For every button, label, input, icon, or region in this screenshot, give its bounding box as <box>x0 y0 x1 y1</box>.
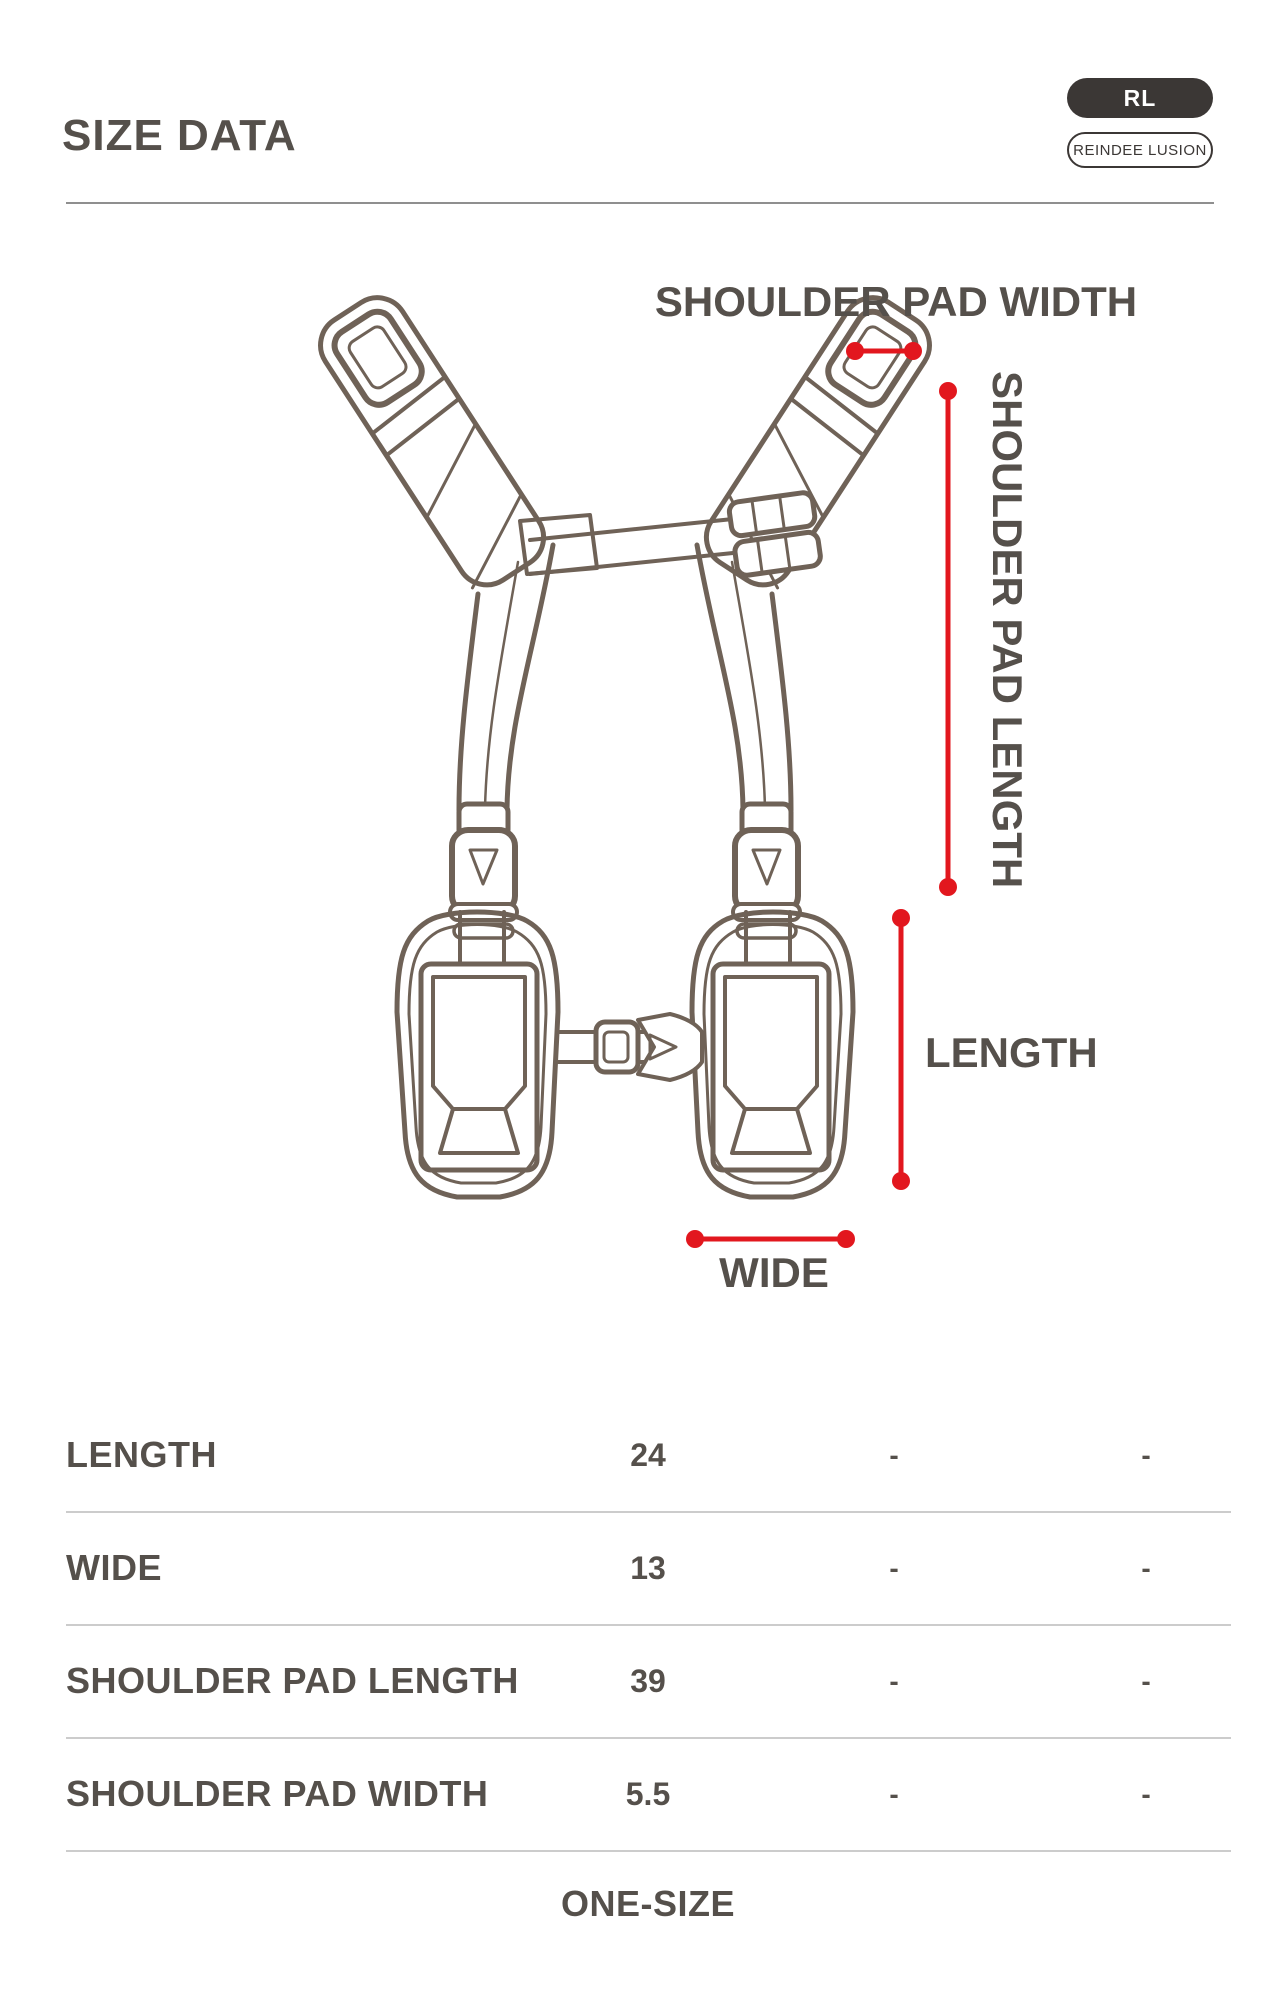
header-divider <box>66 202 1214 204</box>
pouch-pod <box>394 909 561 1200</box>
table-row: WIDE 13 - - <box>66 1513 1231 1626</box>
table-row: LENGTH 24 - - <box>66 1400 1231 1513</box>
brand-initials-badge: RL <box>1067 78 1213 118</box>
row-label: LENGTH <box>66 1433 217 1475</box>
length-label: LENGTH <box>925 1029 1098 1076</box>
row-value: 13 <box>630 1549 666 1586</box>
row-dash: - <box>889 1664 899 1696</box>
brand-initials-text: RL <box>1123 84 1157 111</box>
chest-strap <box>518 490 823 578</box>
center-connector <box>556 1012 704 1082</box>
row-dash: - <box>1141 1438 1151 1470</box>
table-footer: ONE-SIZE <box>66 1852 1231 1958</box>
page-title: SIZE DATA <box>62 111 297 160</box>
wide-label: WIDE <box>719 1249 829 1296</box>
shoulder-pad <box>318 295 547 590</box>
row-value: 24 <box>630 1436 666 1473</box>
row-label: SHOULDER PAD LENGTH <box>66 1659 519 1701</box>
row-value: 39 <box>630 1662 666 1699</box>
row-dash: - <box>889 1551 899 1583</box>
right-shoulder-assembly <box>692 286 941 1197</box>
row-dash: - <box>1141 1664 1151 1696</box>
row-dash: - <box>889 1438 899 1470</box>
row-dash: - <box>1141 1777 1151 1809</box>
one-size-text: ONE-SIZE <box>560 1883 736 1925</box>
row-label: SHOULDER PAD WIDTH <box>66 1772 489 1814</box>
brand-name-text: REINDEE LUSION <box>1073 141 1207 159</box>
table-row: SHOULDER PAD WIDTH 5.5 - - <box>66 1739 1231 1852</box>
table-row: SHOULDER PAD LENGTH 39 - - <box>66 1626 1231 1739</box>
row-dash: - <box>1141 1551 1151 1583</box>
size-table: LENGTH 24 - - WIDE 13 - - SHOULDER PAD L… <box>66 1400 1231 1958</box>
row-label: WIDE <box>66 1546 162 1588</box>
shoulder-pad-width-label: SHOULDER PAD WIDTH <box>654 278 1138 325</box>
chest-strap-adjusters <box>726 490 823 578</box>
row-dash: - <box>889 1777 899 1809</box>
dimension-lines <box>686 342 957 1248</box>
row-value: 5.5 <box>625 1775 671 1812</box>
left-shoulder-assembly <box>318 295 561 1200</box>
brand-name-badge: REINDEE LUSION <box>1067 132 1213 168</box>
shoulder-pad-length-label: SHOULDER PAD LENGTH <box>984 371 1031 889</box>
